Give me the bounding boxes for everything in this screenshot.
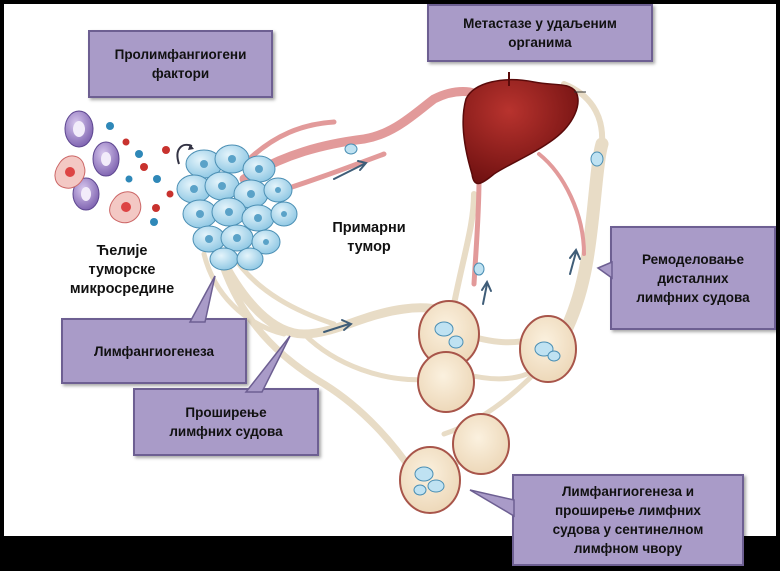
immune-cell-icon [54, 110, 194, 226]
primary-tumor-label: Примарни тумор [332, 220, 406, 255]
tumor-cluster-icon [176, 144, 298, 271]
tme-cells-label: Ћелије туморске микросредине [69, 243, 175, 297]
lymphangiogenesis-box: Лимфангиогенеза [61, 318, 247, 384]
lymph-node-icon [344, 143, 604, 514]
lymphatic-metastasis-illustration [54, 72, 609, 514]
flow-arrow-icon [323, 160, 581, 333]
liver-icon [462, 72, 586, 185]
diagram-panel: Ћелије туморске микросредине Примарни ту… [4, 4, 776, 566]
